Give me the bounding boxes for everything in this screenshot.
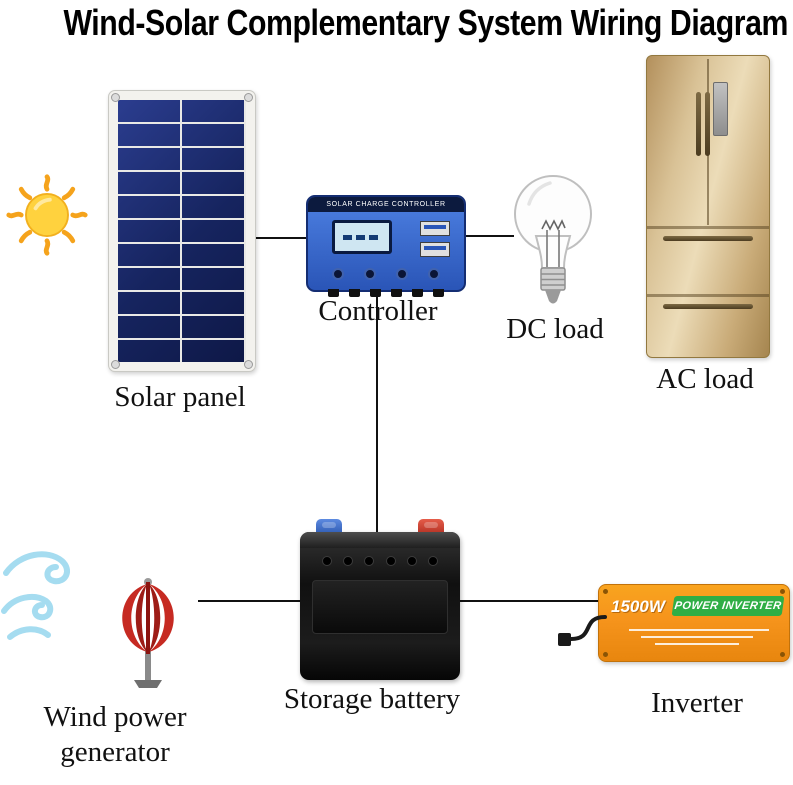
label-inverter: Inverter [651, 687, 743, 719]
terminal-icon [370, 289, 381, 297]
controller-button-icon [364, 268, 376, 280]
fridge-handle-icon [705, 92, 710, 156]
wire-controller-to-dc-load [466, 235, 514, 237]
label-ac-load: AC load [656, 363, 754, 395]
screw-icon [111, 360, 120, 369]
page-title: Wind-Solar Complementary System Wiring D… [63, 2, 788, 43]
screw-icon [603, 652, 608, 657]
controller-button-icon [428, 268, 440, 280]
inverter-cable-icon [558, 615, 607, 646]
screw-icon [780, 589, 785, 594]
battery-vent-caps [322, 556, 438, 566]
terminal-icon [328, 289, 339, 297]
controller-button-icon [396, 268, 408, 280]
screw-icon [111, 93, 120, 102]
screw-icon [603, 589, 608, 594]
controller-button-icon [332, 268, 344, 280]
fridge-drawer-handle-icon [663, 236, 753, 241]
vent-cap-icon [322, 556, 332, 566]
charge-controller-icon: SOLAR CHARGE CONTROLLER [306, 195, 466, 297]
battery-top [300, 532, 460, 548]
terminal-icon [391, 289, 402, 297]
fridge-dispenser-panel [713, 82, 728, 136]
battery-label-area [312, 580, 448, 634]
inverter-fine-print [629, 629, 769, 631]
usb-ports [420, 221, 450, 257]
usb-port-icon [420, 221, 450, 236]
inverter-fine-print [641, 636, 753, 638]
wire-controller-to-battery [376, 292, 378, 532]
label-storage-battery: Storage battery [283, 683, 461, 715]
fridge-divider [647, 294, 769, 297]
screw-icon [244, 360, 253, 369]
fridge-drawer-handle-icon [663, 304, 753, 309]
screw-icon [244, 93, 253, 102]
solar-cells-grid [118, 100, 246, 362]
vent-cap-icon [364, 556, 375, 566]
vent-cap-icon [406, 556, 417, 566]
inverter-icon: 1500W POWER INVERTER [558, 584, 790, 662]
controller-header-text: SOLAR CHARGE CONTROLLER [308, 197, 464, 212]
wire-solar-to-controller [256, 237, 306, 239]
label-dc-load: DC load [506, 313, 604, 345]
wire-battery-to-inverter [460, 600, 600, 602]
vent-cap-icon [427, 556, 438, 566]
fridge-handle-icon [696, 92, 701, 156]
sun-icon [6, 174, 88, 256]
usb-port-icon [420, 242, 450, 257]
light-bulb-icon [514, 175, 592, 304]
wind-swirl-icon [1, 551, 71, 640]
vent-cap-icon [385, 556, 396, 566]
terminal-icon [412, 289, 423, 297]
refrigerator-icon [646, 55, 770, 358]
label-controller: Controller [318, 295, 438, 327]
controller-buttons [332, 268, 440, 280]
battery-icon [300, 519, 460, 680]
terminal-icon [433, 289, 444, 297]
screw-icon [780, 652, 785, 657]
terminal-icon [349, 289, 360, 297]
controller-terminals [328, 289, 444, 297]
inverter-wattage-text: 1500W [611, 597, 665, 616]
label-solar-panel: Solar panel [114, 381, 246, 413]
wire-wind-to-battery [198, 600, 300, 602]
inverter-fine-print [655, 643, 739, 645]
wind-turbine-icon [122, 578, 174, 688]
lcd-digits [343, 235, 352, 240]
fridge-divider [647, 226, 769, 229]
label-wind-generator: Wind power generator [43, 701, 187, 768]
vent-cap-icon [343, 556, 354, 566]
solar-panel-icon [108, 90, 256, 372]
lcd-display [332, 220, 392, 254]
inverter-name-text: POWER INVERTER [671, 596, 785, 616]
